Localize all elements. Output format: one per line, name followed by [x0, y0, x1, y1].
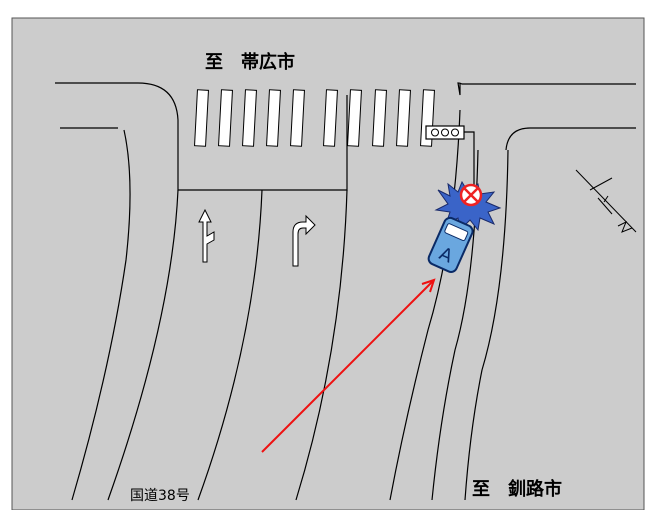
- road-edges: [55, 82, 636, 501]
- north-compass-icon: [575, 169, 637, 233]
- northeast-road-top-edge: [457, 82, 636, 96]
- vehicle-path-arrow: [261, 278, 436, 453]
- lane-edge-3: [197, 189, 263, 501]
- west-road-top-edge: [55, 82, 348, 191]
- lane-edge-east: [464, 149, 509, 501]
- crosswalk-stripe: [218, 89, 233, 147]
- route-name-label: 国道38号: [130, 488, 190, 504]
- crosswalk-stripe: [372, 89, 387, 147]
- crosswalk-stripe: [396, 89, 411, 147]
- lane-edge-4: [295, 189, 348, 501]
- lane-edge-5: [389, 109, 461, 501]
- northeast-road-bottom-edge: [505, 127, 636, 151]
- traffic-signal-icon: [425, 125, 475, 190]
- crosswalk-stripe: [323, 89, 338, 147]
- straight-or-left-arrow-icon: [198, 208, 215, 263]
- vehicle-a: A: [427, 216, 474, 273]
- north-destination-label: 至 帯広市: [205, 51, 295, 73]
- south-destination-label: 至 釧路市: [472, 478, 562, 500]
- lane-edge-2: [107, 189, 179, 501]
- lane-edge-west: [71, 129, 131, 501]
- crosswalk-stripe: [347, 89, 362, 147]
- crosswalk-stripe: [194, 89, 209, 147]
- crosswalk-stripe: [266, 89, 281, 147]
- crosswalk-stripe: [290, 89, 305, 147]
- crosswalk-stripe: [242, 89, 257, 147]
- right-turn-arrow-icon: [292, 214, 316, 267]
- crosswalk: [194, 89, 435, 147]
